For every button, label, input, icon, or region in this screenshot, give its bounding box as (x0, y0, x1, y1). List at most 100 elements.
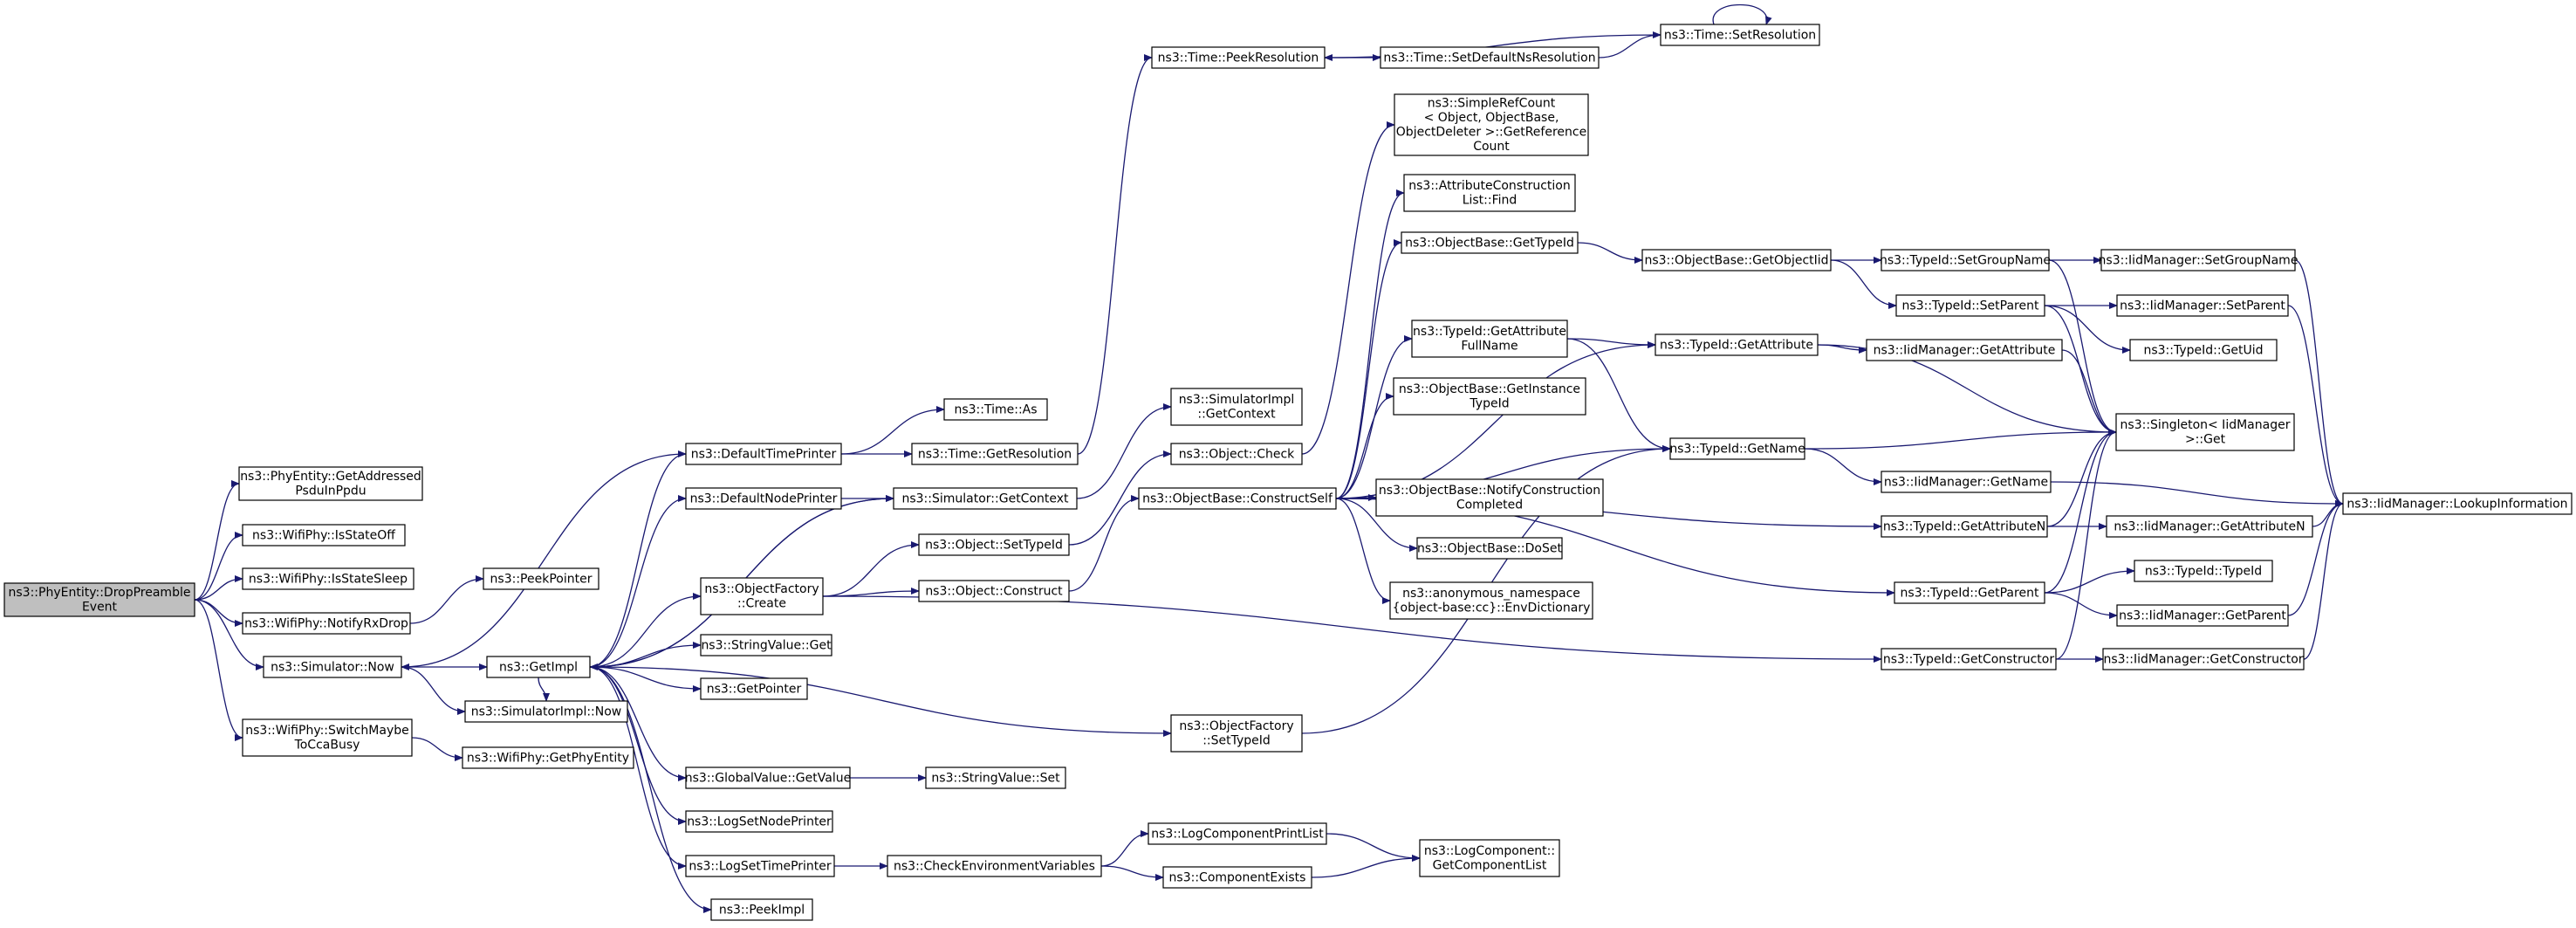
node-logtime[interactable]: ns3::LogSetTimePrinter (685, 855, 835, 877)
node-iidgetname[interactable]: ns3::IidManager::GetName (1881, 471, 2052, 493)
edge-typeidgetparent-to-iidgetparent (2044, 592, 2118, 619)
node-label: ns3::SimulatorImpl::Now (471, 705, 622, 718)
node-simgetctx[interactable]: ns3::Simulator::GetContext (893, 487, 1078, 510)
node-obdoset[interactable]: ns3::ObjectBase::DoSet (1416, 537, 1563, 560)
node-iidmsetgroup[interactable]: ns3::IidManager::SetGroupName (2099, 249, 2299, 272)
node-label: ns3::IidManager::LookupInformation (2346, 497, 2567, 511)
node-label: ns3::Time::As (954, 402, 1037, 416)
node-logcomplist[interactable]: ns3::LogComponent::GetComponentList (1419, 839, 1560, 877)
node-defnode[interactable]: ns3::DefaultNodePrinter (685, 487, 842, 510)
node-box (700, 634, 832, 656)
node-iidgetparent[interactable]: ns3::IidManager::GetParent (2116, 604, 2289, 627)
node-label: ns3::anonymous_namespace (1402, 587, 1580, 601)
node-checkenv[interactable]: ns3::CheckEnvironmentVariables (887, 855, 1102, 877)
node-obnotify[interactable]: ns3::ObjectBase::NotifyConstructionCompl… (1375, 478, 1604, 517)
node-simimplnow[interactable]: ns3::SimulatorImpl::Now (464, 700, 628, 723)
node-peekimpl[interactable]: ns3::PeekImpl (710, 898, 813, 921)
node-label: ns3::TypeId::GetAttribute (1660, 338, 1813, 352)
node-label: ns3::Time::PeekResolution (1158, 51, 1319, 65)
node-getphyent[interactable]: ns3::WifiPhy::GetPhyEntity (462, 746, 634, 769)
node-box (1895, 294, 2045, 317)
node-typeidgetctor[interactable]: ns3::TypeId::GetConstructor (1881, 648, 2057, 670)
node-timeas[interactable]: ns3::Time::As (943, 398, 1048, 421)
edge-iidgetattr-to-singleton (2061, 349, 2117, 436)
node-label: FullName (1461, 340, 1518, 354)
node-typeidgetname[interactable]: ns3::TypeId::GetName (1669, 437, 1805, 460)
node-getptr[interactable]: ns3::GetPointer (700, 677, 808, 700)
node-typeidsetgroup[interactable]: ns3::TypeId::SetGroupName (1880, 249, 2051, 272)
node-label: ns3::WifiPhy::SwitchMaybe (245, 724, 409, 738)
node-simimplctx[interactable]: ns3::SimulatorImpl::GetContext (1170, 388, 1303, 426)
node-iidgetctor[interactable]: ns3::IidManager::GetConstructor (2102, 648, 2305, 670)
node-objfactset[interactable]: ns3::ObjectFactory::SetTypeId (1170, 714, 1303, 753)
edge-getimpl-to-lognode (589, 666, 687, 825)
node-box (685, 766, 851, 789)
node-iidgetattrn[interactable]: ns3::IidManager::GetAttributeN (2106, 515, 2313, 538)
node-label: ns3::GetPointer (707, 682, 802, 696)
node-typeidgetuid[interactable]: ns3::TypeId::GetUid (2129, 339, 2278, 361)
node-label: ns3::Singleton< IidManager (2120, 418, 2291, 432)
edge-objfactcreate-to-objsettype (822, 541, 920, 597)
node-label: ns3::Object::SetTypeId (925, 538, 1063, 552)
node-envdict[interactable]: ns3::anonymous_namespace{object-base:cc}… (1389, 581, 1593, 620)
node-strset[interactable]: ns3::StringValue::Set (925, 766, 1066, 789)
node-typeidgetattr[interactable]: ns3::TypeId::GetAttribute (1655, 333, 1819, 356)
node-label: ns3::LogSetTimePrinter (689, 859, 832, 873)
node-timesetres[interactable]: ns3::Time::SetResolution (1660, 24, 1820, 46)
node-iidmsetparent[interactable]: ns3::IidManager::SetParent (2116, 294, 2289, 317)
node-logprintlist[interactable]: ns3::LogComponentPrintList (1148, 822, 1327, 845)
node-obgettypeid[interactable]: ns3::ObjectBase::GetTypeId (1401, 231, 1579, 254)
node-compexists[interactable]: ns3::ComponentExists (1162, 866, 1312, 889)
node-objsettype[interactable]: ns3::Object::SetTypeId (918, 533, 1070, 556)
node-obgetobjtid[interactable]: ns3::ObjectBase::GetObjectIid (1641, 249, 1832, 272)
node-box (1170, 714, 1303, 753)
node-box (1394, 93, 1589, 156)
node-getimpl[interactable]: ns3::GetImpl (486, 656, 591, 678)
node-timepeek[interactable]: ns3::Time::PeekResolution (1151, 46, 1326, 69)
node-box (1411, 320, 1568, 358)
node-simnow[interactable]: ns3::Simulator::Now (263, 656, 402, 678)
node-objconstruct[interactable]: ns3::Object::Construct (918, 580, 1070, 602)
node-label: ns3::ObjectBase::DoSet (1417, 541, 1562, 555)
node-objfactcreate[interactable]: ns3::ObjectFactory::Create (700, 577, 824, 615)
edge-iidgetparent-to-lookup (2287, 500, 2344, 616)
node-typeidgetparent[interactable]: ns3::TypeId::GetParent (1894, 581, 2045, 604)
node-label: ns3::ObjectBase::ConstructSelf (1142, 491, 1333, 505)
node-label: PsduInPpdu (295, 485, 366, 498)
edges-layer (194, 3, 2344, 913)
node-label: ns3::PeekPointer (490, 572, 593, 586)
node-lookup[interactable]: ns3::IidManager::LookupInformation (2342, 492, 2573, 515)
node-lognode[interactable]: ns3::LogSetNodePrinter (685, 810, 833, 833)
node-label: < Object, ObjectBase, (1424, 111, 1559, 125)
node-label: ns3::Time::SetResolution (1664, 28, 1816, 42)
node-peekptr[interactable]: ns3::PeekPointer (483, 567, 599, 590)
node-timegetres[interactable]: ns3::Time::GetResolution (911, 443, 1079, 465)
node-box (486, 656, 591, 678)
node-box (242, 718, 413, 757)
node-typeidsetparent[interactable]: ns3::TypeId::SetParent (1895, 294, 2045, 317)
node-simplerefcount[interactable]: ns3::SimpleRefCount< Object, ObjectBase,… (1394, 93, 1589, 156)
node-strget[interactable]: ns3::StringValue::Get (700, 634, 832, 656)
edge-switchcca-to-getphyent (411, 737, 463, 761)
node-constructself[interactable]: ns3::ObjectBase::ConstructSelf (1138, 487, 1337, 510)
edge-objconstruct-to-constructself (1068, 495, 1140, 592)
node-iidgetattr[interactable]: ns3::IidManager::GetAttribute (1866, 339, 2063, 361)
node-isoff[interactable]: ns3::WifiPhy::IsStateOff (242, 524, 406, 546)
node-issleep[interactable]: ns3::WifiPhy::IsStateSleep (242, 567, 414, 590)
node-timesetdef[interactable]: ns3::Time::SetDefaultNsResolution (1380, 46, 1600, 69)
node-objcheck[interactable]: ns3::Object::Check (1170, 443, 1303, 465)
node-label: ns3::DefaultNodePrinter (690, 491, 838, 505)
node-deftime[interactable]: ns3::DefaultTimePrinter (685, 443, 842, 465)
node-typeidtypeid[interactable]: ns3::TypeId::TypeId (2134, 560, 2273, 582)
node-typeidgetattrn[interactable]: ns3::TypeId::GetAttributeN (1881, 515, 2048, 538)
node-notifyrx[interactable]: ns3::WifiPhy::NotifyRxDrop (242, 612, 411, 635)
node-singleton[interactable]: ns3::Singleton< IidManager >::Get (2115, 413, 2295, 451)
node-globget[interactable]: ns3::GlobalValue::GetValue (685, 766, 851, 789)
